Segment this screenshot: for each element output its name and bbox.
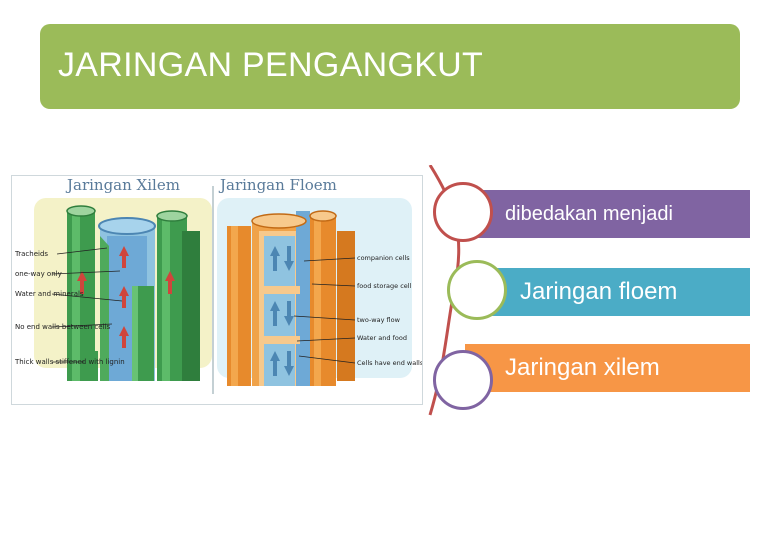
xylem-tubes	[66, 205, 200, 381]
list-item-2: Jaringan floem	[475, 268, 750, 316]
list-item-1: dibedakan menjadi	[465, 190, 750, 238]
xylem-flow-arrows	[77, 246, 175, 348]
phloem-leader-lines	[293, 257, 356, 364]
list-item-2-label: Jaringan floem	[520, 278, 678, 305]
label-no-end-walls: No end walls between cells	[15, 323, 110, 331]
label-companion-cells: companion cells	[357, 254, 410, 262]
title-banner: JARINGAN PENGANGKUT	[40, 24, 740, 109]
label-food-storage: food storage cell	[357, 282, 412, 290]
phloem-heading: Jaringan Floem	[218, 176, 337, 194]
phloem-flow-arrows	[270, 246, 294, 376]
label-one-way: one-way only	[15, 270, 62, 278]
phloem-tubes	[227, 210, 355, 386]
slide-title: JARINGAN PENGANGKUT	[58, 46, 484, 84]
label-end-walls: Cells have end walls with perforations	[357, 359, 422, 367]
list-bullet-2	[447, 260, 507, 320]
list-item-3: Jaringan xilem	[465, 344, 750, 392]
list-item-1-label: dibedakan menjadi	[505, 202, 673, 225]
xylem-leader-lines	[51, 247, 123, 363]
list-bullet-1	[433, 182, 493, 242]
label-water-minerals: Water and minerals	[15, 290, 84, 298]
label-water-food: Water and food	[357, 334, 407, 342]
label-tracheids: Tracheids	[14, 250, 48, 258]
label-two-way-flow: two-way flow	[357, 316, 401, 324]
list-bullet-3	[433, 350, 493, 410]
vascular-tissue-figure: Jaringan Xilem Jaringan Floem	[11, 175, 423, 405]
phloem-labels: companion cells food storage cell two-wa…	[357, 254, 422, 367]
vascular-tissue-diagram: Jaringan Xilem Jaringan Floem	[14, 176, 422, 394]
list-item-3-label: Jaringan xilem	[505, 354, 660, 381]
xylem-heading: Jaringan Xilem	[65, 176, 180, 194]
